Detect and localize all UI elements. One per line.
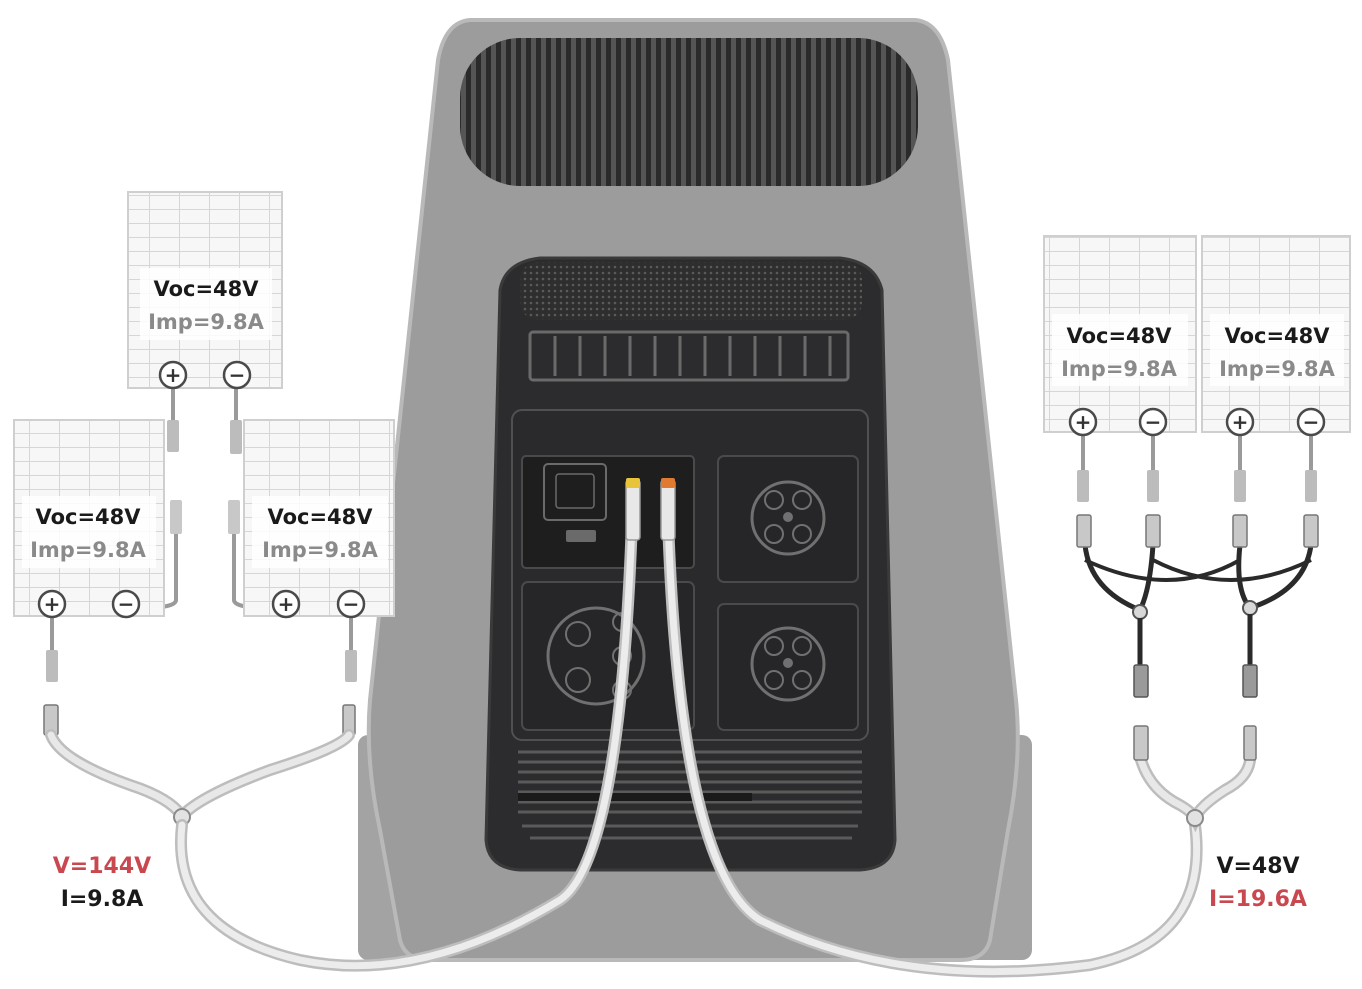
panel-voc-label: Voc=48V	[1224, 324, 1330, 348]
panel-voc-label: Voc=48V	[35, 505, 141, 529]
solar-panel-right-b	[1201, 235, 1351, 433]
rear-slot-vent	[528, 330, 850, 382]
series-voltage-label: V=144V	[53, 854, 151, 879]
charge-port-lower-left	[521, 581, 695, 731]
panel-imp-label: Imp=9.8A	[1061, 357, 1178, 381]
panel-imp-label: Imp=9.8A	[1219, 357, 1336, 381]
terminal-minus-label: −	[343, 592, 360, 616]
terminal-minus-label: −	[118, 592, 135, 616]
series-cable-assembly	[43, 514, 638, 972]
terminal-minus-left-top	[222, 360, 252, 390]
terminal-minus-label: −	[1303, 410, 1320, 434]
parallel-current-label: I=19.6A	[1209, 887, 1307, 912]
panel-voc-label: Voc=48V	[1066, 324, 1172, 348]
terminal-minus-label: −	[1145, 410, 1162, 434]
solar-panel-left-bottom	[13, 419, 165, 617]
charge-port-lower-right	[717, 603, 859, 731]
panel-imp-label: Imp=9.8A	[148, 310, 265, 334]
top-vent-grill	[460, 38, 918, 186]
terminal-minus-label: −	[229, 363, 246, 387]
panel-imp-label: Imp=9.8A	[262, 538, 379, 562]
terminal-plus-left-bottom	[37, 589, 67, 619]
terminal-plus-left-middle	[271, 589, 301, 619]
series-jumper-cables	[139, 388, 271, 610]
terminal-minus-right-a	[1138, 407, 1168, 437]
panel-imp-label: Imp=9.8A	[30, 538, 147, 562]
panel-terminals	[37, 360, 1326, 619]
station-input-plugs	[625, 478, 676, 541]
terminal-minus-right-b	[1296, 407, 1326, 437]
ac-inlet-module	[521, 455, 695, 569]
charge-port-upper-right	[717, 455, 859, 583]
terminal-plus-label: +	[165, 363, 182, 387]
solar-panel-right-a	[1043, 235, 1197, 433]
parallel-cable-assembly	[662, 435, 1319, 978]
terminal-plus-right-b	[1225, 407, 1255, 437]
terminal-plus-label: +	[44, 592, 61, 616]
power-station-unit	[358, 18, 1032, 962]
terminal-minus-left-middle	[336, 589, 366, 619]
rear-mesh-vent	[520, 262, 862, 320]
terminal-plus-right-a	[1068, 407, 1098, 437]
panel-voc-label: Voc=48V	[267, 505, 373, 529]
terminal-plus-label: +	[1075, 410, 1092, 434]
terminal-plus-label: +	[278, 592, 295, 616]
terminal-plus-left-top	[158, 360, 188, 390]
series-current-label: I=9.8A	[61, 887, 144, 912]
parallel-voltage-label: V=48V	[1216, 854, 1299, 879]
terminal-minus-left-bottom	[111, 589, 141, 619]
panel-voc-label: Voc=48V	[153, 277, 259, 301]
solar-panel-left-middle	[243, 419, 395, 617]
solar-panel-left-top	[127, 191, 283, 389]
terminal-plus-label: +	[1232, 410, 1249, 434]
